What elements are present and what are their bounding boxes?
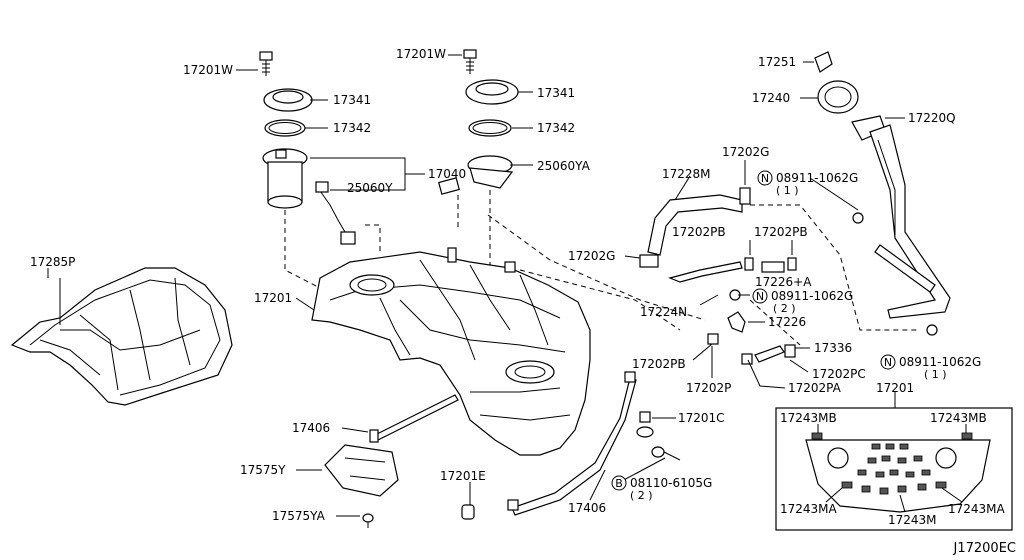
label-08911-c-qty: ( 1 )	[924, 368, 947, 381]
guard-17575y	[324, 444, 399, 528]
marker-n-2: N	[756, 290, 764, 303]
label-08110: 08110-6105G	[630, 476, 712, 490]
heat-shield-17285p	[10, 267, 233, 406]
label-17406-b: 17406	[568, 501, 606, 515]
label-17243ma-b: 17243MA	[948, 502, 1006, 516]
label-17342-a: 17342	[333, 121, 371, 135]
label-17220q: 17220Q	[908, 111, 956, 125]
label-17240: 17240	[752, 91, 790, 105]
label-17243mb-b: 17243MB	[930, 411, 987, 425]
label-17201c: 17201C	[678, 411, 725, 425]
marker-b: B	[615, 477, 623, 490]
label-17285p: 17285P	[30, 255, 75, 269]
label-17243ma-a: 17243MA	[780, 502, 838, 516]
label-17202g-a: 17202G	[722, 145, 769, 159]
fuel-tank-17201	[311, 247, 591, 456]
label-17251: 17251	[758, 55, 796, 69]
label-25060y: 25060Y	[347, 181, 393, 195]
label-08110-qty: ( 2 )	[630, 489, 653, 502]
label-08911-c: 08911-1062G	[899, 355, 981, 369]
label-17202p: 17202P	[686, 381, 731, 395]
label-17202pb-c: 17202PB	[632, 357, 686, 371]
label-17202pc: 17202PC	[812, 367, 866, 381]
hoses-and-pipes	[639, 187, 797, 365]
leader-lines	[47, 54, 905, 517]
label-17201w-a: 17201W	[183, 63, 233, 77]
filler-neck-17220q	[814, 51, 951, 336]
label-17336: 17336	[814, 341, 852, 355]
label-17201-box: 17201	[876, 381, 914, 395]
label-17201w-b: 17201W	[396, 47, 446, 61]
label-17201: 17201	[254, 291, 292, 305]
label-17201e: 17201E	[440, 469, 486, 483]
label-08911-b: 08911-1062G	[771, 289, 853, 303]
fasteners	[461, 411, 681, 520]
label-17243m: 17243M	[888, 513, 937, 527]
label-17575ya: 17575YA	[272, 509, 326, 523]
label-17226a-qty: ( 2 )	[773, 302, 796, 315]
label-17202pa: 17202PA	[788, 381, 842, 395]
label-17226: 17226	[768, 315, 806, 329]
label-08911-a-qty: ( 1 )	[776, 184, 799, 197]
label-25060ya: 25060YA	[537, 159, 591, 173]
label-17226a: 17226+A	[755, 275, 812, 289]
fuel-pump-assembly-left	[259, 51, 381, 289]
label-17224n: 17224N	[640, 305, 687, 319]
label-17202g-b: 17202G	[568, 249, 615, 263]
diagram-code: J17200EC	[953, 541, 1016, 556]
label-17406-a: 17406	[292, 421, 330, 435]
label-17202pb-b: 17202PB	[754, 225, 808, 239]
label-17243mb-a: 17243MB	[780, 411, 837, 425]
circled-markers: N N N B	[611, 170, 896, 491]
label-17040: 17040	[428, 167, 466, 181]
insulator-inset-box	[775, 407, 1013, 531]
tank-straps-17406	[369, 371, 637, 516]
label-17341-b: 17341	[537, 86, 575, 100]
marker-n-3: N	[884, 356, 892, 369]
label-17342-b: 17342	[537, 121, 575, 135]
part-labels: 17201W 17341 17342 17040 25060Y 17201W 1…	[30, 47, 1016, 556]
label-08911-a: 08911-1062G	[776, 171, 858, 185]
label-17202pb-a: 17202PB	[672, 225, 726, 239]
marker-n-1: N	[761, 172, 769, 185]
label-17228m: 17228M	[662, 167, 711, 181]
label-17575y: 17575Y	[240, 463, 286, 477]
label-17341-a: 17341	[333, 93, 371, 107]
guide-lines	[487, 204, 920, 346]
